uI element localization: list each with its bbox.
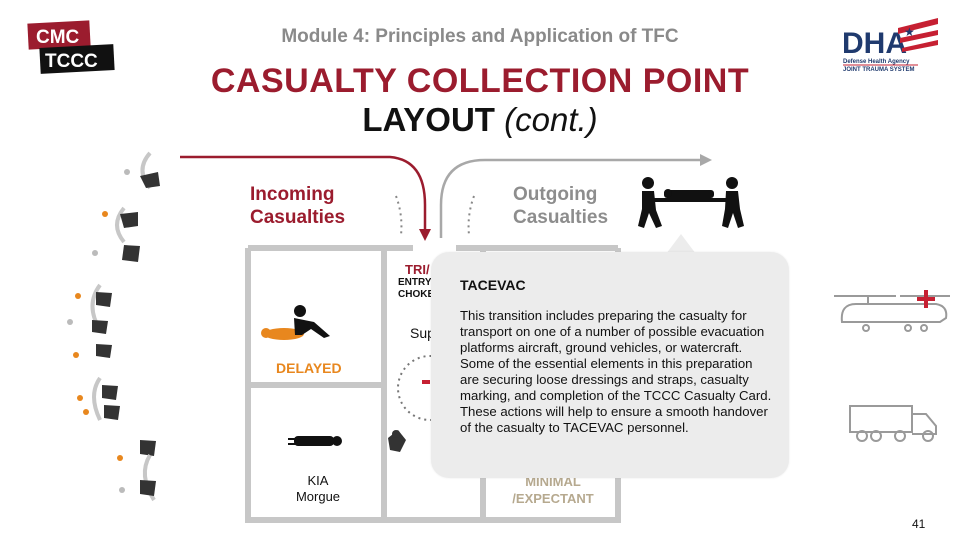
incoming-arrow [180,155,427,232]
tooltip-body: This transition includes preparing the c… [460,308,772,435]
dha-logo-text: DHA [842,27,907,60]
outgoing-line2: Casualties [513,207,609,228]
entry-line1: ENTRY [398,277,432,288]
incoming-line1: Incoming [250,184,335,205]
outgoing-line1: Outgoing [513,184,598,205]
delayed-label: DELAYED [276,360,342,376]
title-cont: (cont.) [504,101,598,138]
kia-body-icon [288,436,342,446]
dha-jts-text: JOINT TRAUMA SYSTEM [843,67,914,73]
litter-bearers-icon [638,177,744,228]
minimal-line2: /EXPECTANT [512,491,594,506]
dha-logo: DHA ★ Defense Health Agency JOINT TRAUMA… [842,18,938,73]
cmc-logo-text: CMC [36,27,80,48]
military-truck-icon [849,405,937,442]
tooltip-title: TACEVAC [460,277,526,293]
page-title-line2: LAYOUT (cont.) [0,101,960,139]
title-layout: LAYOUT [362,101,495,138]
tooltip-pointer [666,234,696,254]
sup-label: Sup [410,325,435,341]
minimal-expectant-label: MINIMAL /EXPECTANT [498,473,608,507]
outgoing-arrow [439,158,702,238]
soldiers-left-icon [67,151,160,502]
kia-line1: KIA [307,473,329,488]
page-number: 41 [912,517,926,531]
tacevac-tooltip [431,252,789,478]
page-title-line1: CASUALTY COLLECTION POINT [210,62,750,100]
triage-soldier-icon [388,430,406,452]
outgoing-casualties-label: Outgoing Casualties [513,183,608,229]
helicopter-icon [834,295,950,332]
tccc-logo-text: TCCC [45,51,98,72]
delayed-casualty-icon [261,305,330,340]
incoming-casualties-label: Incoming Casualties [250,183,345,229]
module-title: Module 4: Principles and Application of … [281,26,679,47]
kia-line2: Morgue [295,489,341,504]
cmc-tccc-logo: CMC TCCC [27,20,115,74]
dha-agency-text: Defense Health Agency [843,59,910,65]
incoming-line2: Casualties [250,207,346,228]
kia-morgue-label: KIA Morgue [278,473,358,505]
entry-line2: CHOKE [398,289,435,300]
star-icon: ★ [904,25,915,39]
triage-label: TRI/ [405,262,430,277]
entry-choke-label: ENTRY CHOKE [398,277,434,301]
